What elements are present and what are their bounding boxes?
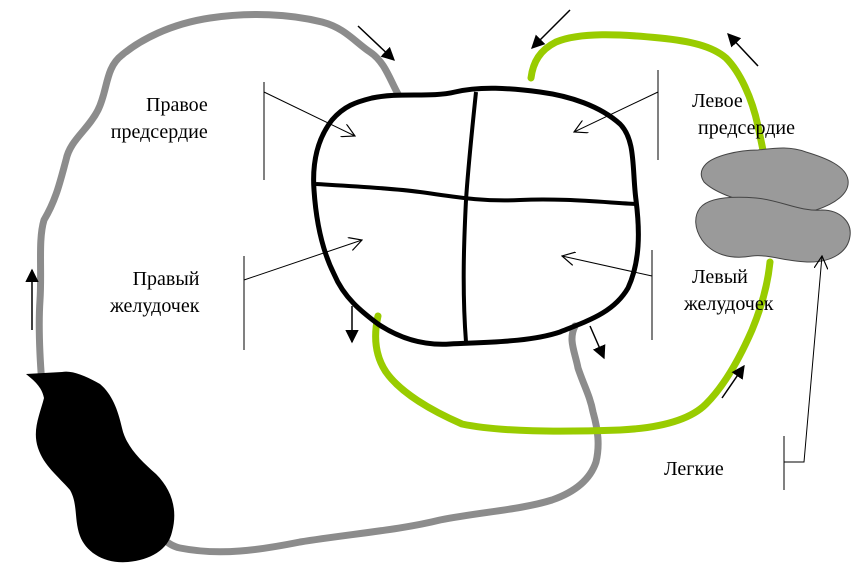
heart-septum-vertical [464, 92, 476, 342]
bracket-left-atrium [574, 70, 658, 160]
body-organ-blob [26, 372, 174, 563]
label-left-ventricle: Левый желудочек [684, 264, 773, 318]
lungs-lower-blob [696, 197, 850, 262]
systemic-vein-path [39, 15, 398, 385]
label-right-ventricle: Правый желудочек [110, 266, 199, 320]
label-left-atrium: Левое предсердие [692, 88, 795, 142]
flow-arrow-aorta [590, 326, 604, 358]
heart-septum-horizontal [316, 184, 636, 204]
label-lungs: Легкие [664, 456, 724, 483]
heart-outline [314, 88, 639, 344]
bracket-right-atrium [264, 82, 355, 180]
label-right-atrium: Правое предсердие [146, 92, 208, 146]
bracket-lungs [784, 256, 822, 490]
